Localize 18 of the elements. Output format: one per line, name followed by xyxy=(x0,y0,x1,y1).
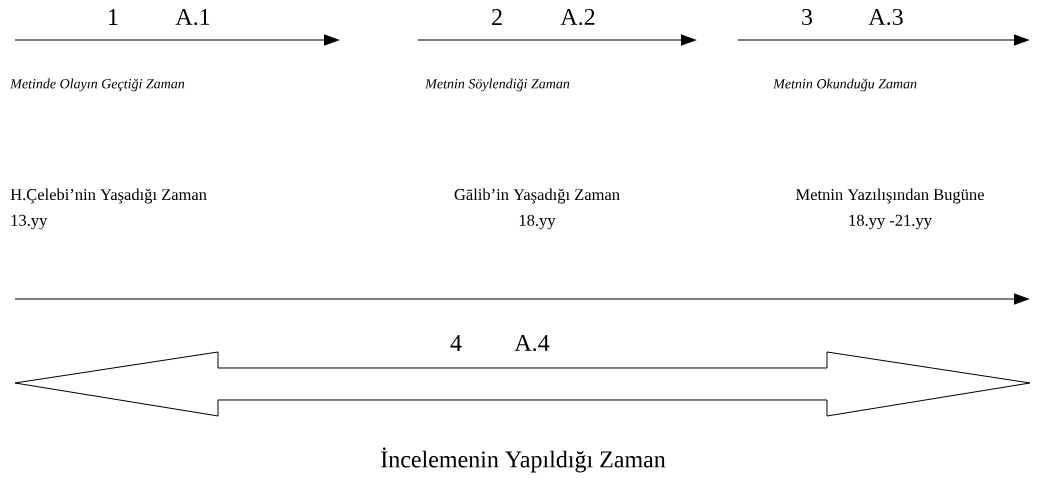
text-label: 18.yy -21.yy xyxy=(849,214,932,230)
text-label: 1 xyxy=(109,9,118,25)
text-label: 18.yy xyxy=(519,214,556,230)
text-label: Metnin Yazılışından Bugüne xyxy=(796,188,984,204)
text-label: A.4 xyxy=(514,334,550,352)
text-label: 13.yy xyxy=(11,214,48,230)
text-label: 3 xyxy=(802,8,813,26)
text-label: A.1 xyxy=(175,8,210,26)
text-label: Metnin Söylendiği Zaman xyxy=(425,78,570,92)
text-label: H.Çelebi’nin Yaşadığı Zaman xyxy=(10,188,207,204)
text-label: 2 xyxy=(492,9,502,25)
text-label: Metnin Okunduğu Zaman xyxy=(773,78,917,92)
text-label: A.2 xyxy=(560,8,595,26)
text-label: A.3 xyxy=(868,8,903,26)
text-label: İncelemenin Yapıldığı Zaman xyxy=(381,447,666,473)
text-label: Metinde Olayın Geçtiği Zaman xyxy=(10,78,185,92)
text-label: 4 xyxy=(450,335,462,351)
text-label: Gālib’in Yaşadığı Zaman xyxy=(454,188,620,204)
